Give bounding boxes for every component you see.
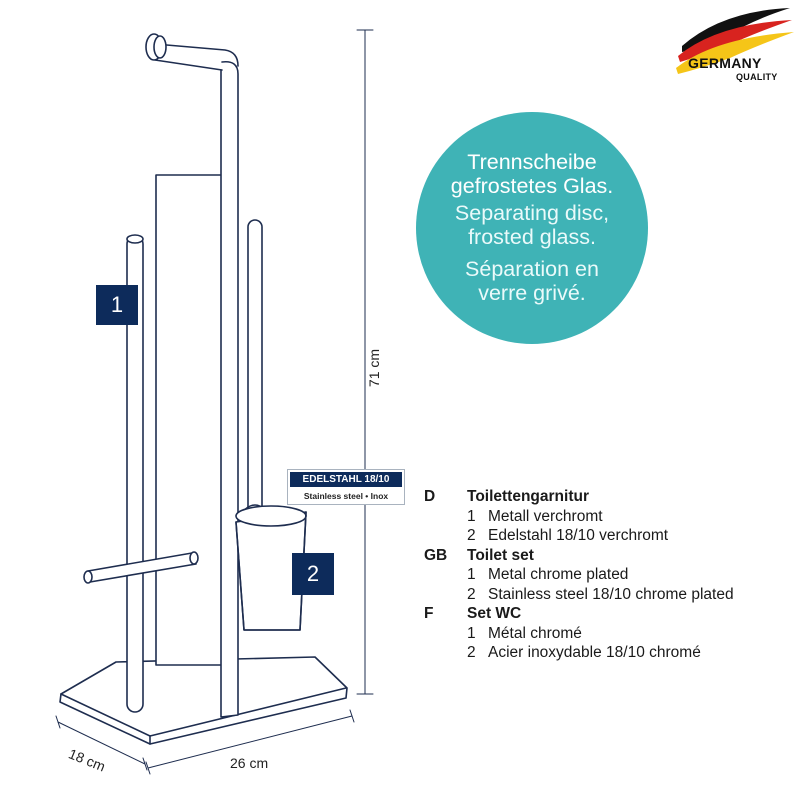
circle-en-line1: Separating disc, — [454, 201, 610, 225]
legend-item-number: 2 — [467, 527, 476, 544]
circle-text-english: Separating disc, frosted glass. — [416, 201, 648, 249]
legend-item-number: 1 — [467, 566, 476, 583]
legend-title: Toilettengarnitur — [467, 488, 589, 505]
circle-text-german: Trennscheibe gefrostetes Glas. — [416, 150, 648, 198]
legend-item-number: 1 — [467, 507, 476, 525]
info-circle: Trennscheibe gefrostetes Glas. Separatin… — [416, 112, 648, 344]
legend-item-number: 1 — [467, 624, 476, 642]
circle-de-line1: Trennscheibe — [467, 150, 597, 174]
legend-code: GB — [424, 546, 448, 564]
base-plate — [59, 656, 348, 745]
part-badge-2: 2 — [292, 553, 334, 595]
steel-label-subtitle: Stainless steel • Inox — [303, 491, 389, 501]
width-dimension-line — [145, 709, 355, 775]
legend-code: F — [424, 605, 434, 622]
legend-title: Toilet set — [467, 546, 534, 564]
legend-item-number: 2 — [467, 585, 476, 603]
spare-roll-post — [83, 234, 199, 713]
circle-fr-line2: verre grivé. — [478, 281, 586, 305]
legend-item-text: Metall verchromt — [488, 507, 603, 525]
logo-quality-text: QUALITY — [736, 72, 778, 82]
legend-item-number: 2 — [467, 644, 476, 661]
frosted-glass-panel — [155, 174, 225, 666]
legend-item-text: Métal chromé — [488, 624, 582, 642]
circle-text-french: Séparation en verre grivé. — [416, 257, 648, 305]
legend-item-text: Edelstahl 18/10 verchromt — [488, 527, 669, 544]
circle-de-line2: gefrostetes Glas. — [450, 174, 614, 198]
part-badge-1: 1 — [96, 285, 138, 325]
legend-title: Set WC — [467, 605, 522, 622]
stainless-steel-label: EDELSTAHL 18/10 Stainless steel • Inox — [287, 469, 405, 505]
height-dimension-label: 71 cm — [366, 348, 383, 388]
legend-item-text: Acier inoxydable 18/10 chromé — [488, 644, 701, 661]
legend-item-text: Stainless steel 18/10 chrome plated — [488, 585, 734, 603]
legend-item-text: Metal chrome plated — [488, 566, 629, 583]
legend-code: D — [424, 488, 436, 505]
height-dimension-line — [356, 29, 374, 695]
width-dimension-label: 26 cm — [230, 755, 269, 771]
germany-flag-swoosh-icon — [676, 8, 794, 74]
depth-dimension-line — [55, 715, 148, 771]
logo-germany-text: GERMANY — [688, 55, 762, 71]
main-post — [145, 33, 239, 718]
circle-fr-line1: Séparation en — [465, 257, 599, 281]
circle-en-line2: frosted glass. — [468, 225, 596, 249]
steel-label-title: EDELSTAHL 18/10 — [290, 472, 402, 487]
